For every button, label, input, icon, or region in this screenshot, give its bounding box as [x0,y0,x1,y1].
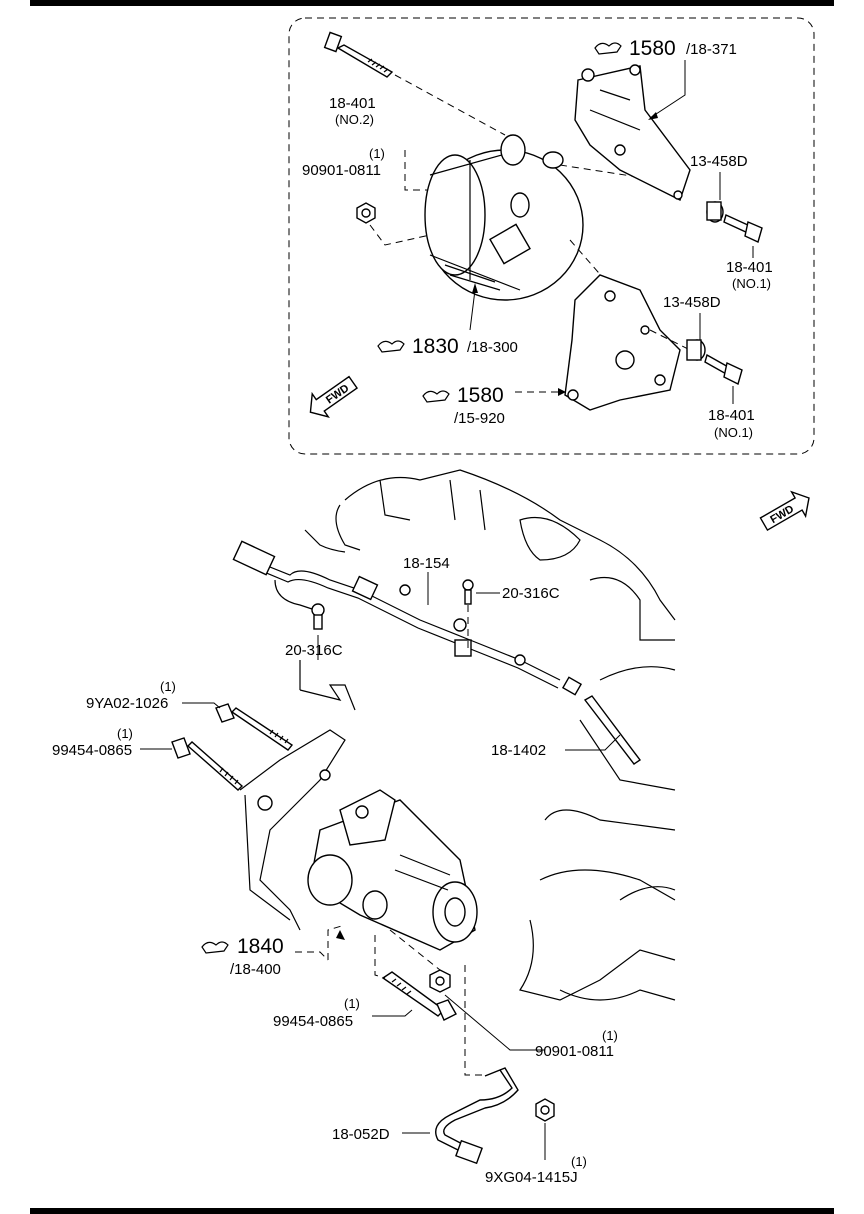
clip-left [311,603,325,630]
ref-icon-starter [201,941,229,954]
ref-icon-bracket-lower [422,390,450,403]
label-bolt-c-qty: (1) [344,996,360,1011]
label-cable: 18-052D [332,1126,390,1143]
fwd-arrow-inset-icon: FWD [309,375,359,418]
label-bolt-right-upper: 18-401 [726,259,773,276]
bolt-top [323,31,394,78]
alternator-inset: FWD [288,17,815,455]
alternator [424,134,584,301]
label-nut-main: 90901-0811 [535,1043,614,1060]
label-nut-b-qty: (1) [571,1154,587,1169]
nut-b [535,1098,555,1122]
label-clip-right: 20-316C [502,585,560,602]
label-bolt-right-upper-sub: (NO.1) [732,276,771,291]
label-bolt-b: 99454-0865 [52,742,132,759]
label-bolt-right-lower: 18-401 [708,407,755,424]
fwd-label-main: FWD [768,503,796,526]
spacer-lower [686,339,706,361]
bolt-right-lower [704,353,743,386]
label-bracket-upper-ref: 1580 [629,37,676,60]
label-bolt-a: 9YA02-1026 [86,695,168,712]
battery-cable [435,1067,519,1165]
inset-frame [288,17,815,455]
bracket-lower [564,274,681,411]
label-nut-b: 9XG04-1415J [485,1169,578,1186]
ref-icon-bracket-upper [594,42,622,55]
label-bolt-c: 99454-0865 [273,1013,353,1030]
bolt-a [215,703,294,751]
label-bolt-right-lower-sub: (NO.1) [714,425,753,440]
label-starter-ref: 1840 [237,935,284,958]
spacer-upper [706,201,724,223]
engine-main-view: FWD [140,469,810,1165]
bottom-border [30,1208,834,1214]
sensor [561,676,642,765]
bolt-c [381,971,457,1021]
label-sensor: 18-1402 [491,742,546,759]
label-clip-left: 20-316C [285,642,343,659]
label-nut-top: 90901-0811 [302,162,381,179]
label-nut-top-qty: (1) [369,146,385,161]
label-bolt-a-qty: (1) [160,679,176,694]
fwd-arrow-main-icon: FWD [759,490,810,532]
label-bolt-b-qty: (1) [117,726,133,741]
top-border [30,0,834,6]
ref-icon-alternator [377,340,405,353]
label-bracket-lower-page: /15-920 [454,410,505,427]
starter-motor [307,789,478,951]
leader-bracket-upper [649,60,686,119]
nut-top [356,202,376,224]
label-bolt-top-sub: (NO.2) [335,112,374,127]
label-harness: 18-154 [403,555,450,572]
wiring-harness [232,529,561,689]
bracket-upper [574,64,691,201]
clip-right [462,579,474,605]
label-starter-page: /18-400 [230,961,281,978]
bolt-right-upper [723,214,763,243]
label-bracket-upper-page: /18-371 [686,41,737,58]
bolt-b [171,737,244,791]
label-bracket-lower-ref: 1580 [457,384,504,407]
label-nut-main-qty: (1) [602,1028,618,1043]
engine-block [335,469,676,1001]
nut-main [429,969,451,993]
label-bolt-top: 18-401 [329,95,376,112]
label-spacer-lower: 13-458D [663,294,721,311]
label-alternator-page: /18-300 [467,339,518,356]
label-alternator-ref: 1830 [412,335,459,358]
label-spacer-upper: 13-458D [690,153,748,170]
